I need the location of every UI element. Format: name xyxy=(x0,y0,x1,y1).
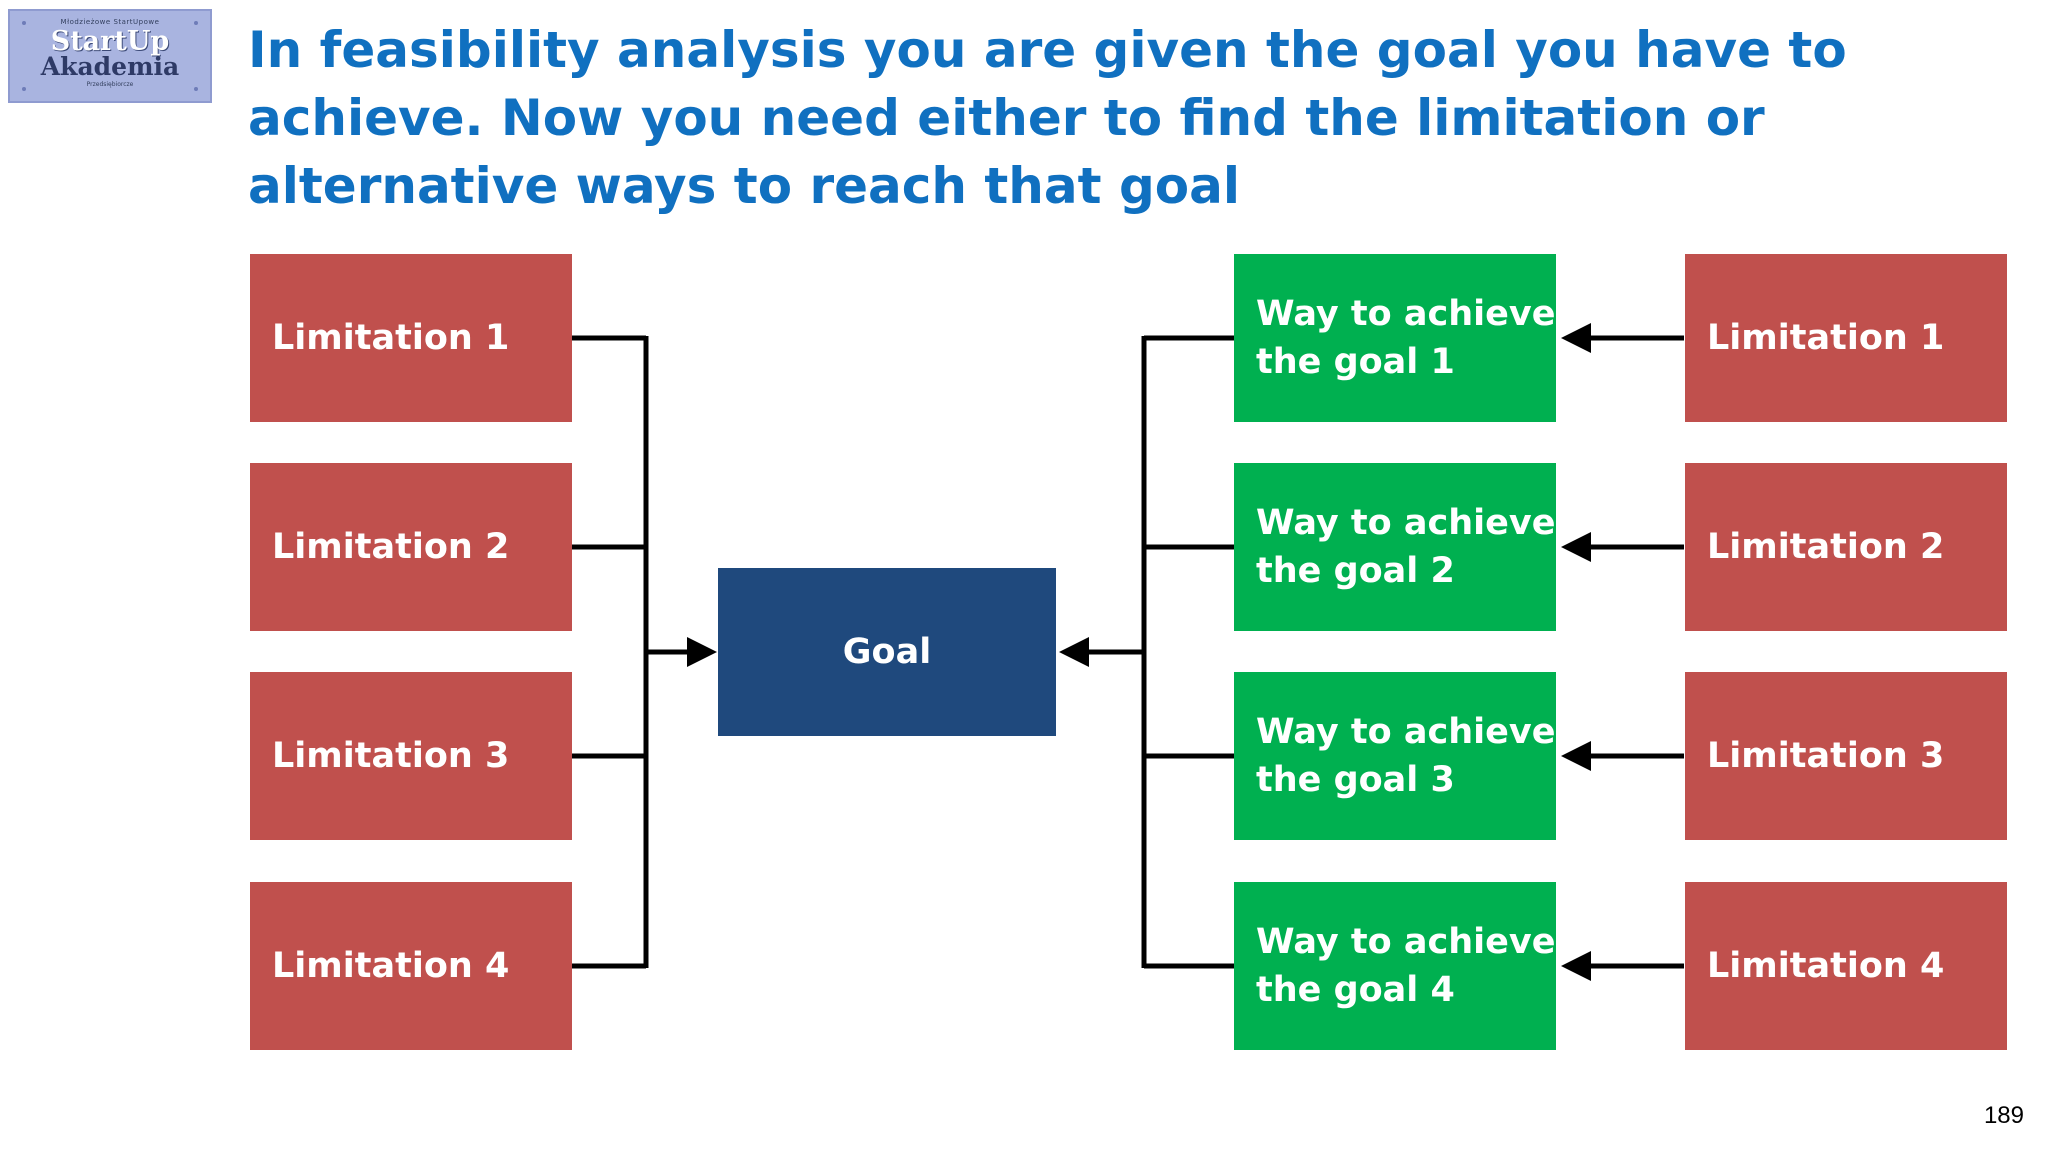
way-label-line: Way to achieve xyxy=(1256,922,1556,962)
right-limitation-label: Limitation 2 xyxy=(1707,527,1945,567)
right-limitation-box-1: Limitation 1 xyxy=(1685,254,2007,422)
way-box-2: Way to achieve the goal 2 xyxy=(1234,463,1556,631)
startup-akademia-logo: Młodzieżowe StartUpowe StartUp Akademia … xyxy=(8,9,212,103)
right-limitation-box-2: Limitation 2 xyxy=(1685,463,2007,631)
logo-dot xyxy=(22,21,26,25)
logo-bottom-text: Przedsiębiorcze xyxy=(86,81,134,88)
way-label-line: the goal 1 xyxy=(1256,342,1455,382)
left-limitation-box-3: Limitation 3 xyxy=(250,672,572,840)
way-box-3: Way to achieve the goal 3 xyxy=(1234,672,1556,840)
right-limitation-label: Limitation 3 xyxy=(1707,736,1945,776)
way-label-line: the goal 4 xyxy=(1256,970,1455,1010)
left-limitation-label: Limitation 2 xyxy=(272,527,510,567)
slide-title: In feasibility analysis you are given th… xyxy=(248,21,1847,215)
way-label: Way to achieve the goal 4 xyxy=(1256,918,1555,1014)
left-limitation-box-2: Limitation 2 xyxy=(250,463,572,631)
way-label: Way to achieve the goal 3 xyxy=(1256,708,1555,804)
logo-akademia-text: Akademia xyxy=(40,52,180,81)
logo-dot xyxy=(194,87,198,91)
way-label: Way to achieve the goal 2 xyxy=(1256,499,1555,595)
way-label: Way to achieve the goal 1 xyxy=(1256,290,1555,386)
goal-box: Goal xyxy=(718,568,1056,736)
way-label-line: Way to achieve xyxy=(1256,294,1556,334)
way-box-1: Way to achieve the goal 1 xyxy=(1234,254,1556,422)
page-number: 189 xyxy=(1983,1102,2024,1129)
left-limitation-label: Limitation 3 xyxy=(272,736,510,776)
way-label-line: Way to achieve xyxy=(1256,503,1556,543)
left-limitation-label: Limitation 4 xyxy=(272,946,510,986)
way-label-line: the goal 2 xyxy=(1256,551,1455,591)
way-label-line: the goal 3 xyxy=(1256,760,1455,800)
left-limitation-label: Limitation 1 xyxy=(272,318,510,358)
logo-dot xyxy=(194,21,198,25)
goal-label: Goal xyxy=(842,632,932,672)
way-label-line: Way to achieve xyxy=(1256,712,1556,752)
right-limitation-label: Limitation 4 xyxy=(1707,946,1945,986)
left-limitation-box-4: Limitation 4 xyxy=(250,882,572,1050)
right-limitation-box-3: Limitation 3 xyxy=(1685,672,2007,840)
way-box-4: Way to achieve the goal 4 xyxy=(1234,882,1556,1050)
logo-startup-text: StartUp xyxy=(50,26,170,57)
right-limitation-label: Limitation 1 xyxy=(1707,318,1945,358)
logo-dot xyxy=(22,87,26,91)
left-limitation-box-1: Limitation 1 xyxy=(250,254,572,422)
right-limitation-box-4: Limitation 4 xyxy=(1685,882,2007,1050)
logo-top-text: Młodzieżowe StartUpowe xyxy=(60,18,160,26)
